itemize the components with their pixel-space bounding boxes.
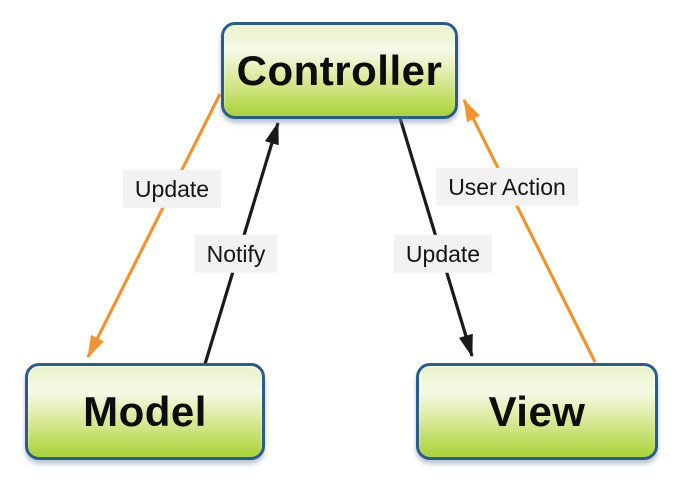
edge-label-model-to-controller: Notify	[194, 234, 278, 274]
edge-label-view-to-controller: User Action	[436, 167, 578, 207]
edge-label-controller-to-view: Update	[393, 234, 493, 274]
node-view: View	[416, 363, 658, 460]
node-controller: Controller	[221, 22, 458, 119]
arrow-view-to-controller	[462, 98, 597, 363]
arrow-controller-to-model	[86, 93, 222, 359]
edge-label-controller-to-model: Update	[122, 169, 222, 209]
node-model: Model	[25, 363, 265, 460]
